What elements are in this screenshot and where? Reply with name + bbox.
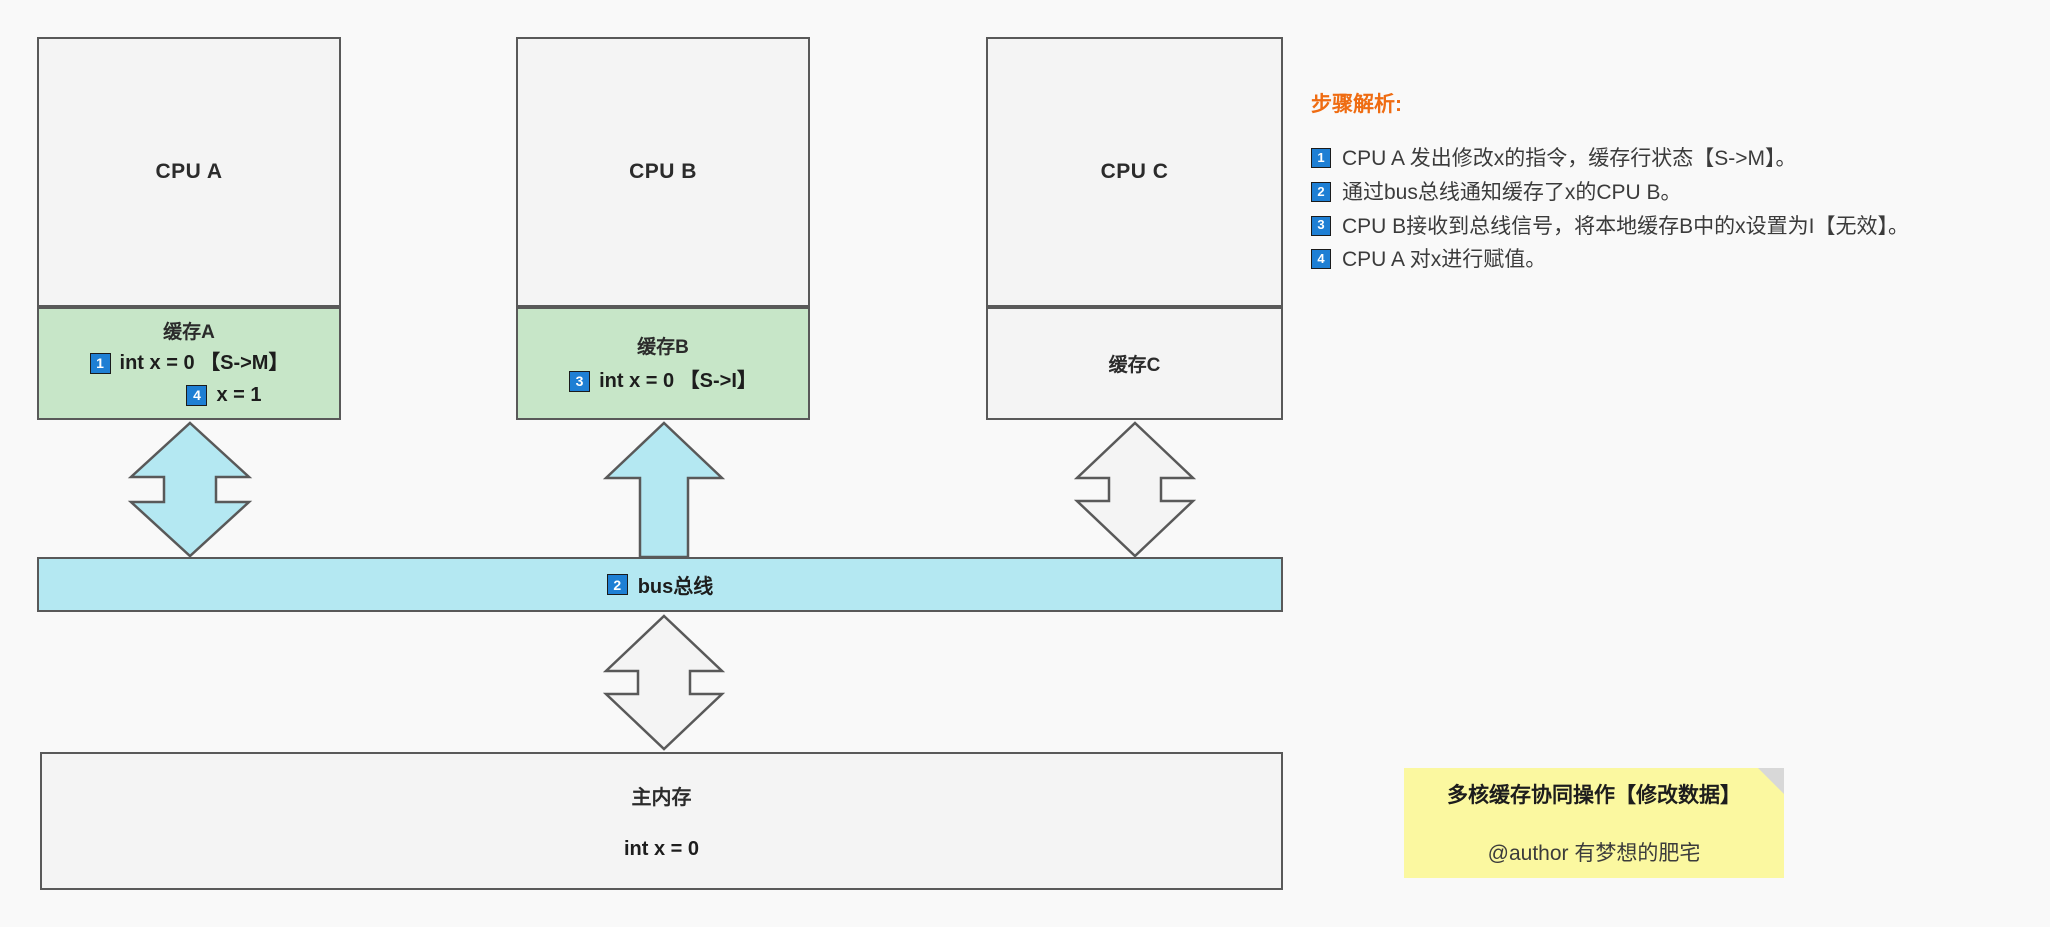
- arrow-cache-b-bus: [602, 421, 726, 559]
- cpu-column-b: CPU B 缓存B 3 int x = 0 【S->I】: [516, 37, 810, 420]
- bus-bar: 2 bus总线: [37, 557, 1283, 612]
- cache-b-line-1: 3 int x = 0 【S->I】: [569, 367, 757, 396]
- cpu-a-body: CPU A: [37, 37, 341, 307]
- step-item-1: 1 CPU A 发出修改x的指令，缓存行状态【S->M】。: [1311, 144, 2011, 174]
- step-badge-2: 2: [1311, 181, 1331, 202]
- bus-label: bus总线: [637, 576, 714, 598]
- step-badge-3: 3: [1311, 215, 1331, 236]
- steps-panel: 步骤解析: 1 CPU A 发出修改x的指令，缓存行状态【S->M】。 2 通过…: [1311, 88, 2011, 279]
- step-badge-4: 4: [1311, 249, 1331, 270]
- cache-a-line-1: 1 int x = 0 【S->M】: [89, 349, 289, 378]
- note-fold-corner-icon: [1758, 768, 1784, 794]
- step-item-4-text: CPU A 对x进行赋值。: [1342, 248, 1547, 272]
- author-note: 多核缓存协同操作【修改数据】 @author 有梦想的肥宅: [1404, 768, 1784, 878]
- cpu-c-body: CPU C: [986, 37, 1283, 307]
- cache-a-box: 缓存A 1 int x = 0 【S->M】 4 x = 1: [37, 307, 341, 420]
- cpu-column-a: CPU A 缓存A 1 int x = 0 【S->M】 4 x = 1: [37, 37, 341, 420]
- cpu-a-label: CPU A: [155, 160, 223, 183]
- step-badge-1: 1: [89, 353, 111, 374]
- note-title: 多核缓存协同操作【修改数据】: [1447, 784, 1741, 807]
- arrow-cache-a-bus: [127, 421, 253, 558]
- step-item-3-text: CPU B接收到总线信号，将本地缓存B中的x设置为I【无效】。: [1342, 214, 1910, 238]
- cpu-b-body: CPU B: [516, 37, 810, 307]
- cpu-b-label: CPU B: [629, 160, 697, 183]
- cache-a-line-2-text: x = 1: [216, 384, 262, 406]
- step-badge-3: 3: [569, 370, 591, 392]
- main-memory-box: 主内存 int x = 0: [40, 752, 1283, 890]
- main-memory-title: 主内存: [631, 787, 692, 809]
- step-badge-1: 1: [1311, 148, 1331, 168]
- cpu-c-label: CPU C: [1100, 160, 1169, 183]
- step-item-3: 3 CPU B接收到总线信号，将本地缓存B中的x设置为I【无效】。: [1311, 212, 2011, 242]
- steps-title: 步骤解析:: [1311, 93, 1402, 116]
- step-item-2-text: 通过bus总线通知缓存了x的CPU B。: [1342, 180, 1682, 204]
- step-badge-4: 4: [186, 385, 208, 406]
- cache-b-title: 缓存B: [637, 336, 689, 358]
- arrow-cache-c-bus: [1073, 421, 1197, 558]
- cache-a-title: 缓存A: [163, 322, 215, 343]
- cache-b-line-1-text: int x = 0 【S->I】: [599, 369, 757, 392]
- cache-c-title: 缓存C: [1108, 355, 1161, 376]
- cache-c-box: 缓存C: [986, 307, 1283, 420]
- step-badge-2: 2: [606, 574, 628, 595]
- step-item-1-text: CPU A 发出修改x的指令，缓存行状态【S->M】。: [1342, 147, 1797, 170]
- arrow-bus-memory: [602, 614, 726, 751]
- step-item-2: 2 通过bus总线通知缓存了x的CPU B。: [1311, 178, 2011, 208]
- note-author: @author 有梦想的肥宅: [1487, 842, 1701, 865]
- main-memory-value: int x = 0: [623, 838, 700, 860]
- cache-a-line-2: 4 x = 1: [116, 381, 262, 410]
- cache-b-box: 缓存B 3 int x = 0 【S->I】: [516, 307, 810, 420]
- step-item-4: 4 CPU A 对x进行赋值。: [1311, 245, 2011, 275]
- cache-a-line-1-text: int x = 0 【S->M】: [119, 352, 289, 374]
- cpu-column-c: CPU C 缓存C: [986, 37, 1283, 420]
